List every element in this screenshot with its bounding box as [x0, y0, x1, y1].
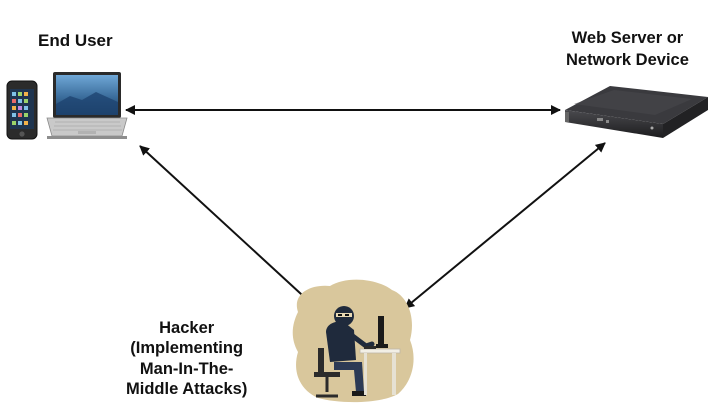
- server-label-line-1: Web Server or: [571, 29, 684, 47]
- end-user-label-line: End User: [38, 31, 113, 50]
- hacker-label: Hacker (Implementing Man-In-The- Middle …: [126, 318, 247, 400]
- arrow-user-hacker: [139, 145, 314, 306]
- hacker-label-line-2: (Implementing: [130, 339, 244, 358]
- server-label-line-2: Network Device: [566, 50, 689, 69]
- laptop-icon: [46, 72, 128, 139]
- server-label: Web Server or Network Device: [566, 28, 689, 72]
- arrow-server-hacker: [404, 142, 606, 309]
- hacker-label-line-1: Hacker: [159, 319, 215, 337]
- server-rack-icon: [565, 86, 708, 138]
- end-user-label: End User: [38, 30, 113, 52]
- hacker-icon: [292, 279, 414, 403]
- hacker-label-line-3: Man-In-The-: [139, 359, 234, 378]
- smartphone-icon: [6, 80, 38, 140]
- hacker-label-line-4: Middle Attacks): [126, 380, 248, 399]
